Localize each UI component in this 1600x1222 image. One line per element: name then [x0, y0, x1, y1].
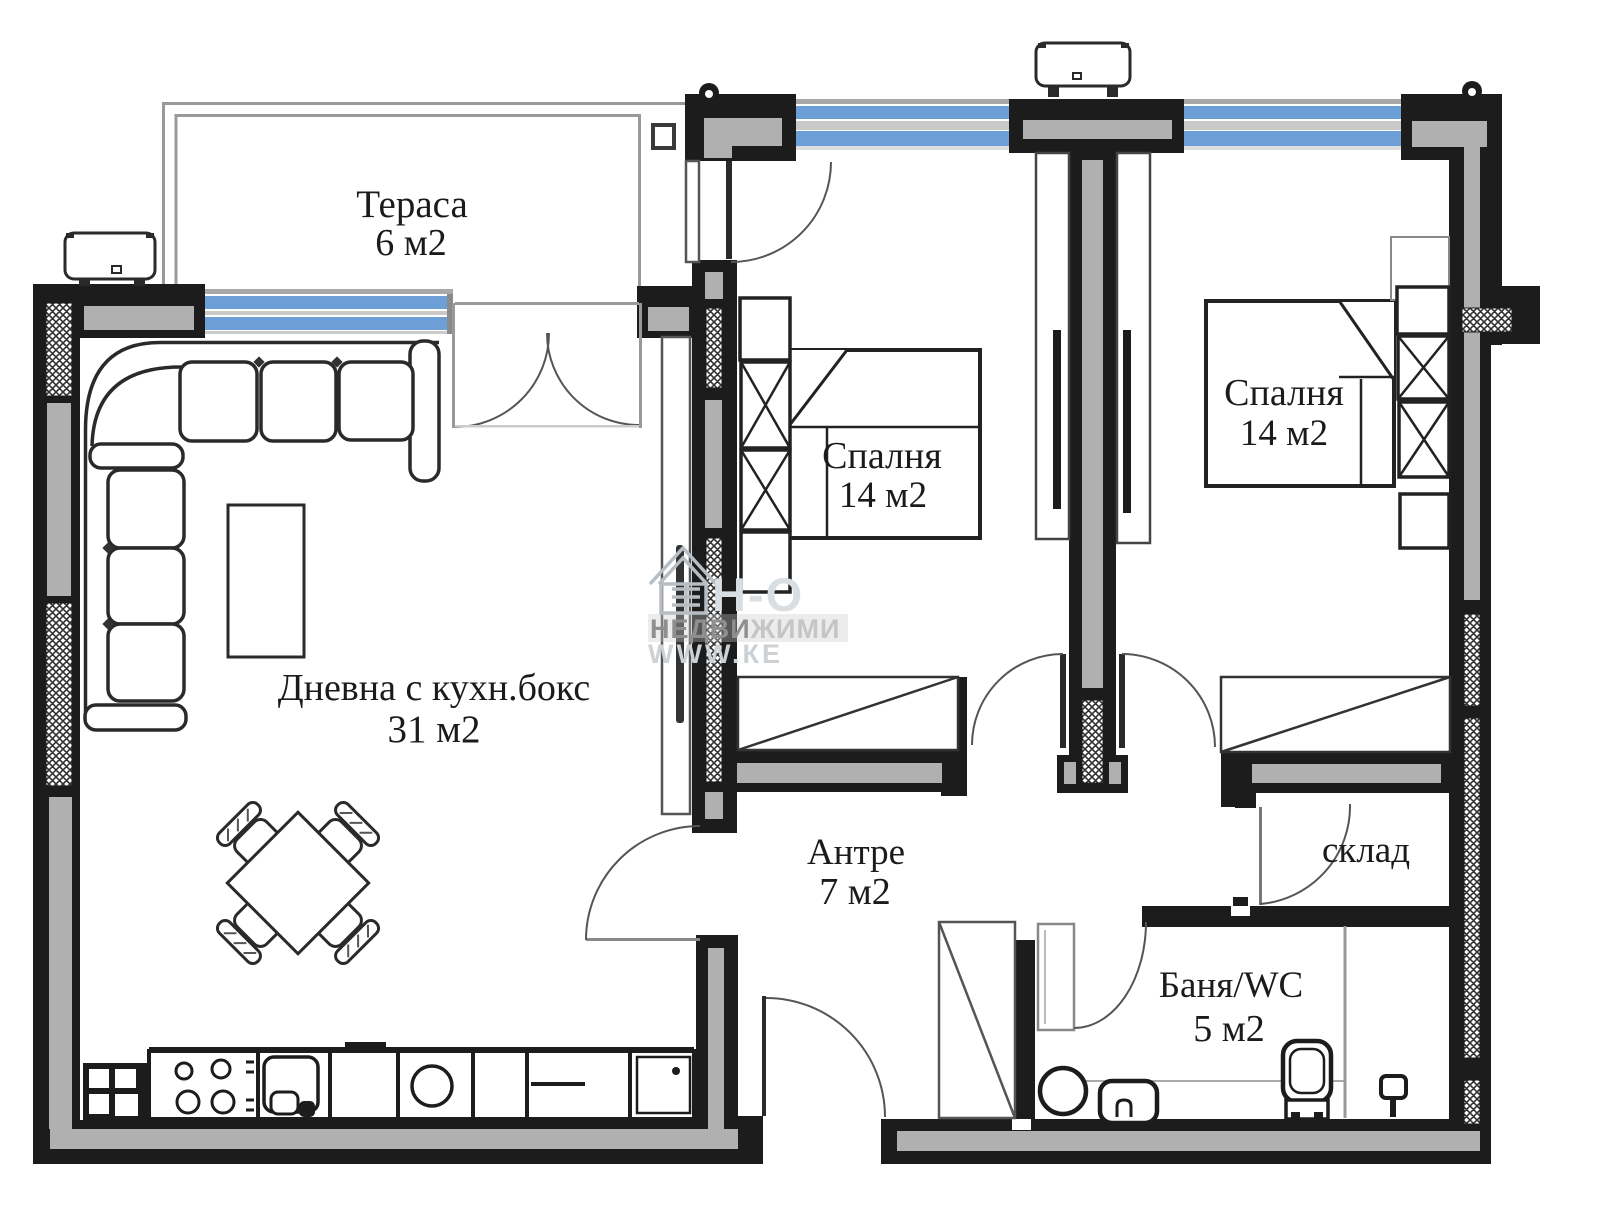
- svg-text:Тераса: Тераса: [356, 183, 468, 226]
- svg-text:Спалня: Спалня: [822, 435, 942, 477]
- svg-text:14 м2: 14 м2: [839, 475, 927, 516]
- svg-text:Баня/WC: Баня/WC: [1159, 965, 1303, 1006]
- svg-text:НЕДВИЖИМИ: НЕДВИЖИМИ: [650, 614, 840, 644]
- svg-text:6 м2: 6 м2: [375, 222, 447, 264]
- svg-text:31 м2: 31 м2: [388, 708, 481, 751]
- svg-text:7 м2: 7 м2: [819, 871, 891, 913]
- svg-text:14 м2: 14 м2: [1240, 413, 1328, 454]
- svg-text:WWW.КЕ: WWW.КЕ: [648, 639, 783, 669]
- svg-text:Спалня: Спалня: [1224, 372, 1344, 414]
- svg-text:Дневна с кухн.бокс: Дневна с кухн.бокс: [278, 667, 591, 709]
- svg-text:Н-О: Н-О: [712, 568, 804, 621]
- svg-text:Антре: Антре: [807, 832, 905, 873]
- svg-text:5 м2: 5 м2: [1193, 1008, 1265, 1050]
- svg-text:склад: склад: [1322, 830, 1410, 871]
